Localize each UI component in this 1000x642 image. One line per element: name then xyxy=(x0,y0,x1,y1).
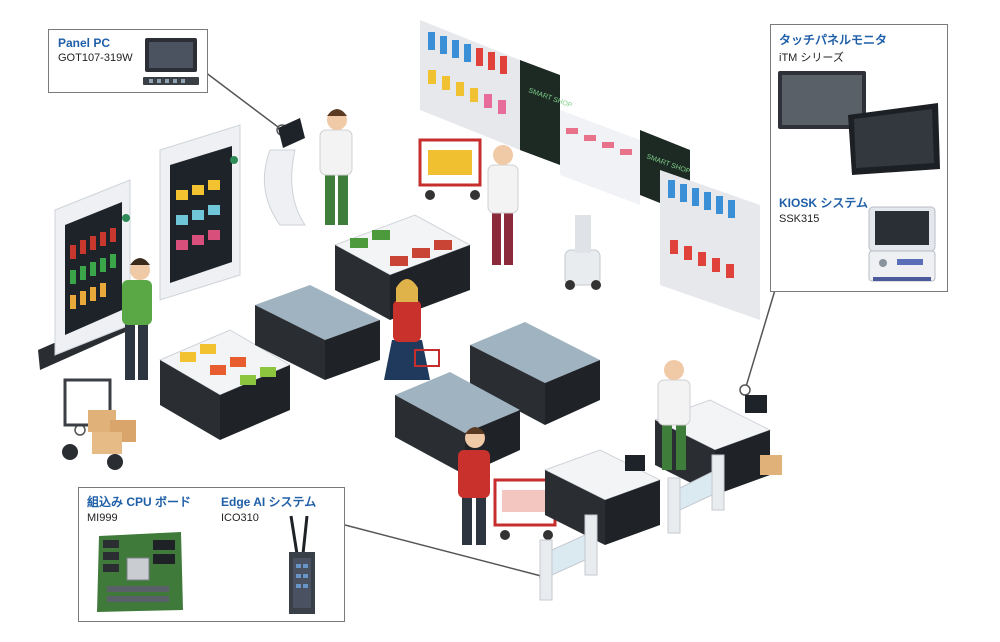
cpu-board-title: 組込み CPU ボード xyxy=(87,495,192,509)
kiosk-title: KIOSK システム xyxy=(779,196,868,210)
fridge-right xyxy=(159,124,241,301)
produce-counter-center xyxy=(333,214,472,320)
touch-monitor-image xyxy=(778,71,940,175)
panel-pc-model: GOT107-319W xyxy=(58,52,133,64)
freezer-1 xyxy=(255,285,380,380)
cpu-board-model: MI999 xyxy=(87,512,118,524)
panel-pc-callout: Panel PC GOT107-319W xyxy=(48,29,208,93)
edge-ai-model: ICO310 xyxy=(221,512,259,524)
shelving-top: SMART SHOP SMART SHOP xyxy=(420,20,760,320)
shopper-green-shirt xyxy=(122,258,152,380)
touch-monitor-model: iTM シリーズ xyxy=(779,52,844,64)
kiosk-model: SSK315 xyxy=(779,213,820,225)
cpu-edge-callout: 組込み CPU ボード MI999 Edge AI システム ICO310 xyxy=(78,487,345,622)
entrance-gates xyxy=(539,454,725,601)
touch-kiosk-callout: タッチパネルモニタ iTM シリーズ KIOSK システム SSK315 xyxy=(770,24,948,292)
kiosk-image xyxy=(868,206,936,282)
shopper-bottom-cart xyxy=(458,427,557,545)
shopper-woman xyxy=(384,279,440,380)
panel-pc-image xyxy=(143,38,199,85)
shopper-white-shirt xyxy=(319,109,353,225)
info-kiosk-stand xyxy=(263,118,306,226)
shopper-top-cart xyxy=(418,138,519,265)
panel-pc-title: Panel PC xyxy=(58,36,111,50)
edge-ai-image xyxy=(289,515,315,614)
fridge-left xyxy=(38,179,131,370)
edge-ai-title: Edge AI システム xyxy=(221,495,317,509)
hand-truck-boxes xyxy=(62,378,136,470)
cashier xyxy=(657,360,691,470)
cpu-board-image xyxy=(97,532,183,612)
service-robot xyxy=(564,215,601,290)
freezer-2 xyxy=(470,322,600,425)
touch-monitor-title: タッチパネルモニタ xyxy=(779,33,888,47)
